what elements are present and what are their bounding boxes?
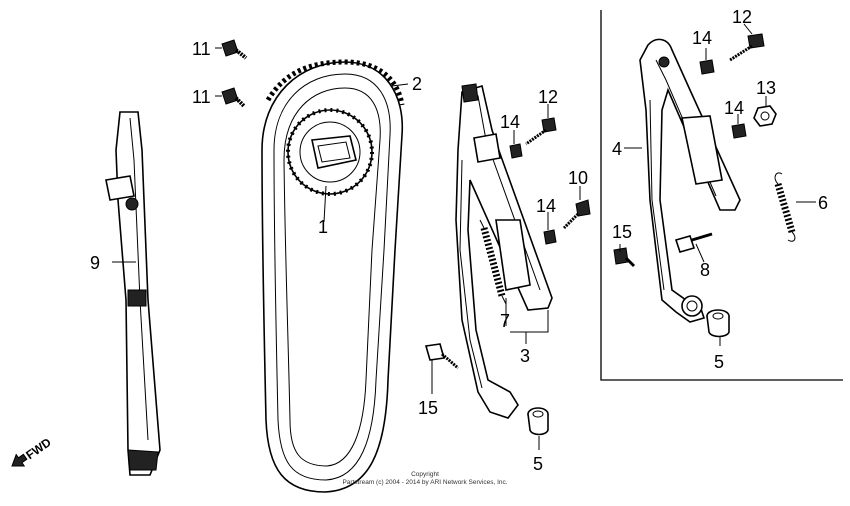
part-10-bolt (562, 199, 591, 230)
callout-4: 4 (612, 139, 622, 159)
callout-11-upper: 11 (192, 39, 211, 59)
kit-frame (600, 10, 843, 381)
callout-8: 8 (700, 260, 710, 280)
callout-5-right: 5 (714, 352, 724, 372)
part-1-cam-sprocket (286, 108, 374, 196)
callout-6: 6 (818, 193, 828, 213)
part-9-cam-chain-guide (105, 111, 161, 476)
callout-12-center: 12 (538, 87, 558, 107)
callout-1: 1 (318, 217, 328, 237)
part-15-bolt-center (424, 343, 459, 370)
fwd-arrow: FWD (11, 435, 54, 467)
part-13-nut (753, 105, 777, 127)
callout-3: 3 (520, 346, 530, 366)
callout-12-right: 12 (732, 7, 752, 27)
fwd-label: FWD (23, 435, 54, 462)
callout-5-center: 5 (533, 454, 543, 474)
part-7-tensioner-spring-center (479, 219, 507, 305)
part-12-bolt-right (729, 33, 765, 62)
part-4-tensioner-arm (639, 38, 741, 323)
callout-14-right-upper: 14 (692, 28, 712, 48)
callout-15-right: 15 (612, 222, 632, 242)
part-5-collar-right (706, 309, 730, 338)
callout-14-center-upper: 14 (500, 112, 520, 132)
callout-11-lower: 11 (192, 87, 211, 107)
part-12-bolt-center (525, 117, 557, 146)
callout-15-center: 15 (418, 398, 438, 418)
callout-14-center-lower: 14 (536, 196, 556, 216)
copyright-line-2: Partstream (c) 2004 - 2014 by ARI Networ… (342, 479, 507, 486)
part-11-bolt-upper (221, 39, 248, 60)
part-14-washer-center-upper (509, 143, 523, 159)
part-15-bolt-right (613, 247, 636, 268)
copyright-line-1: Copyright (411, 471, 439, 478)
part-3-tensioner-assembly (455, 83, 553, 419)
part-5-collar-center (527, 407, 549, 436)
callout-7: 7 (500, 311, 510, 331)
part-8-screw (674, 232, 713, 253)
callout-9: 9 (90, 253, 100, 273)
callout-10: 10 (568, 168, 588, 188)
part-14-washer-center-lower (543, 229, 557, 245)
callout-2: 2 (412, 74, 422, 94)
part-6-spring (774, 172, 796, 242)
callout-14-right-lower: 14 (724, 98, 744, 118)
part-14-washer-right-lower (731, 123, 747, 139)
leader-lines (112, 23, 816, 450)
part-11-bolt-lower (221, 87, 246, 108)
callout-13: 13 (756, 78, 776, 98)
part-14-washer-right-upper (699, 59, 715, 75)
